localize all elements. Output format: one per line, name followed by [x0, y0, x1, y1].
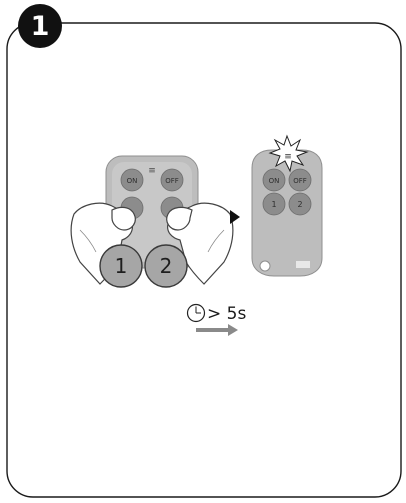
finger-badge-1: 1	[100, 245, 142, 287]
finger-badge-1-label: 1	[115, 254, 128, 278]
remote-right: ON OFF 1 2	[252, 150, 322, 276]
remote-right-indicator-icon: ≡	[284, 152, 292, 162]
clock-icon	[188, 305, 205, 322]
keyring-hole-icon	[260, 261, 270, 271]
remote-right-button-2-label: 2	[297, 200, 302, 209]
remote-left-on-label: ON	[127, 177, 138, 185]
finger-badge-2: 2	[145, 245, 187, 287]
hold-duration: > 5s	[207, 304, 246, 324]
step-badge: 1	[18, 4, 62, 48]
remote-left-indicator-icon: ≡	[148, 166, 156, 176]
remote-right-button-1-label: 1	[271, 200, 276, 209]
finger-badge-2-label: 2	[160, 254, 173, 278]
brand-logo	[296, 261, 310, 268]
step-number: 1	[31, 11, 50, 42]
remote-left-off-label: OFF	[165, 177, 179, 185]
remote-right-on-label: ON	[269, 177, 280, 185]
remote-right-off-label: OFF	[293, 177, 307, 185]
